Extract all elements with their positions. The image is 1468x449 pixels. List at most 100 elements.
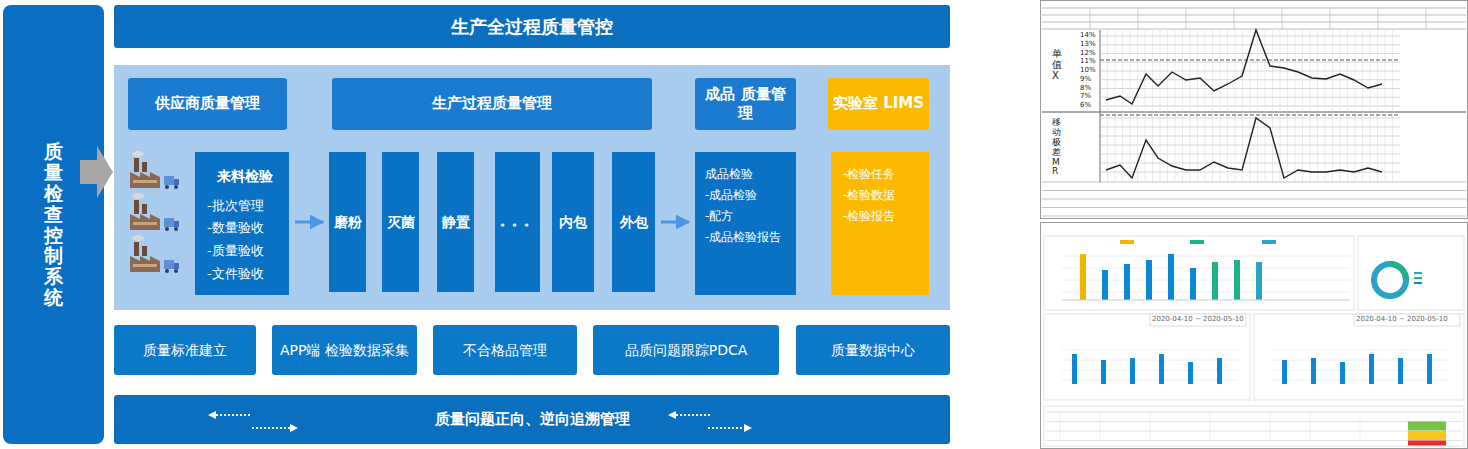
axis-tick: 10% [1080, 67, 1096, 74]
box-item: -配方 [705, 206, 792, 227]
screen-line [1090, 8, 1091, 30]
screen-line [1107, 30, 1108, 182]
list-box: 成品检验-成品检验-配方-成品检验报告 [695, 152, 796, 295]
screen-line [1377, 30, 1378, 182]
box-title: 质量检查控制系统 [44, 141, 63, 308]
factory-group [130, 151, 179, 273]
screen-rect [1044, 236, 1354, 310]
screen-rect [1212, 262, 1218, 300]
screen-line [1242, 30, 1243, 182]
process-box: 。。。 [495, 152, 540, 292]
process-box: 质量问题正向、逆向追溯管理 [114, 395, 950, 444]
process-box: 质量标准建立 [114, 325, 256, 375]
screen-line [1042, 29, 1466, 30]
screen-rect [1369, 354, 1374, 384]
process-box: 磨粉 [329, 152, 366, 292]
axis-tick: 13% [1080, 41, 1096, 48]
screen-line [1130, 30, 1131, 182]
process-box: 质量数据中心 [796, 325, 950, 375]
screen-line [1340, 30, 1341, 182]
box-title: 生产过程质量管理 [432, 94, 552, 114]
box-item: -成品检验报告 [705, 227, 792, 248]
screen-rect [1041, 223, 1468, 449]
screen-line [1272, 30, 1273, 182]
box-title: 灭菌 [387, 213, 415, 231]
screen-line [1302, 30, 1303, 182]
screen-line [1197, 30, 1198, 182]
screen-line [1272, 360, 1448, 361]
screen-line [1182, 30, 1183, 182]
screen-line [1042, 15, 1466, 16]
screen-rect [1150, 314, 1246, 326]
box-title: 供应商质量管理 [155, 94, 260, 114]
box-title: 质量标准建立 [143, 341, 227, 359]
axis-title: 单值X [1052, 48, 1062, 81]
box-title: 内包 [559, 213, 587, 231]
screen-line [1332, 30, 1333, 182]
screen-line [1100, 127, 1400, 128]
screen-rect [1282, 360, 1287, 384]
screen-line [1046, 431, 1462, 432]
axis-tick: 12% [1080, 50, 1096, 57]
screen-line [1287, 30, 1288, 182]
screen-line [1220, 30, 1221, 182]
screen-rect [1041, 1, 1468, 219]
screen-line [1046, 421, 1462, 422]
box-item: -检验数据 [843, 185, 925, 206]
screen-line [1046, 440, 1462, 441]
factory-icon [130, 193, 179, 231]
screen-line [1272, 380, 1448, 381]
box-item: -文件验收 [207, 263, 283, 286]
screen-line [1100, 118, 1400, 119]
screen-line [1370, 30, 1371, 182]
process-box: 成品 质量管理 [695, 78, 796, 130]
factory-icon [130, 151, 179, 189]
screen-rect [1080, 254, 1086, 300]
box-item: -批次管理 [207, 195, 283, 218]
process-box: 静置 [437, 152, 474, 292]
x-line [1106, 30, 1382, 104]
screen-rect [1234, 260, 1240, 300]
list-box: -检验任务-检验数据-检验报告 [831, 152, 929, 295]
screen-line [1122, 30, 1123, 182]
screen-line [1167, 30, 1168, 182]
screen-line [1272, 350, 1448, 351]
screen-line [1378, 8, 1379, 30]
screen-rect [1408, 422, 1446, 431]
screen-line [1362, 30, 1363, 182]
screen-rect [1130, 358, 1135, 384]
process-box: 生产全过程质量管控 [114, 5, 950, 48]
screen-line [1100, 60, 1400, 61]
screen-line [1186, 8, 1187, 30]
process-box: 内包 [552, 152, 594, 292]
axis-tick: 7% [1080, 93, 1091, 100]
screen-rect [1340, 362, 1345, 384]
screenshot-group [1041, 1, 1468, 449]
screen-line [1062, 370, 1238, 371]
screen-line [1138, 8, 1139, 30]
box-title: 不合格品管理 [463, 341, 547, 359]
screen-line [1042, 207, 1466, 208]
box-title: 成品 质量管理 [698, 85, 793, 124]
screen-line [1212, 30, 1213, 182]
box-title: 。。。 [500, 214, 536, 230]
box-title: 磨粉 [334, 213, 362, 231]
screen-line [1210, 412, 1211, 440]
box-title: -检验任务 [843, 164, 925, 185]
screen-rect [1358, 236, 1464, 310]
screen-rect [1311, 358, 1316, 384]
screen-line [1062, 256, 1350, 257]
factory-icon [130, 235, 179, 273]
screen-line [1310, 30, 1311, 182]
screen-rect [1146, 260, 1152, 300]
screen-rect [1120, 240, 1134, 244]
screen-line [1235, 30, 1236, 182]
screen-rect [1408, 431, 1446, 440]
screen-rect [1254, 314, 1464, 400]
box-title: 来料检验 [207, 164, 283, 189]
screen-line [1295, 30, 1296, 182]
box-title: 成品检验 [705, 164, 792, 185]
screen-rect [1124, 264, 1130, 300]
screen-line [1272, 370, 1448, 371]
screen-rect [1217, 358, 1222, 384]
